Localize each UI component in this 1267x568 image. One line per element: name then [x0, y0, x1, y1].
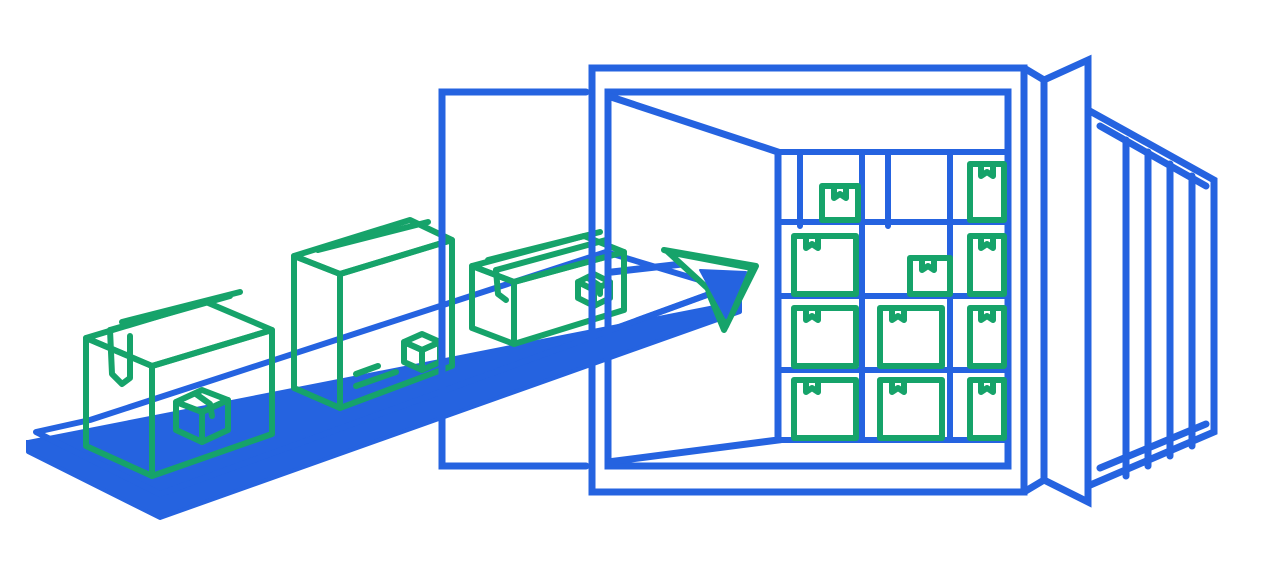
box-tape	[889, 305, 907, 323]
box-tape	[803, 377, 821, 395]
open-door-icon	[438, 88, 590, 470]
stacked-box	[791, 377, 859, 441]
box-tape	[978, 305, 996, 323]
stacked-box	[791, 233, 859, 297]
box-tape	[803, 305, 821, 323]
stacked-box	[907, 255, 953, 297]
stacked-box	[791, 305, 859, 369]
box-tape	[803, 233, 821, 251]
box-tape	[889, 377, 907, 395]
box-tape	[919, 255, 937, 273]
box-tape	[831, 183, 849, 201]
stacked-box	[877, 377, 945, 441]
box-tape	[978, 377, 996, 395]
box-tape	[978, 161, 996, 179]
stacked-box	[967, 377, 1007, 441]
stacked-box	[967, 305, 1007, 369]
stacked-box	[877, 305, 945, 369]
stacked-box	[967, 233, 1007, 297]
cardboard-box-icon	[83, 289, 275, 479]
box-tape	[978, 233, 996, 251]
stacked-boxes-icon	[775, 149, 1011, 443]
cardboard-box-icon	[469, 229, 627, 347]
stacked-box	[967, 161, 1007, 223]
conveyor-belt-icon	[26, 249, 742, 520]
box-symbol-icon	[173, 387, 231, 445]
stacked-box	[819, 183, 861, 223]
cardboard-box-icon	[291, 217, 455, 411]
